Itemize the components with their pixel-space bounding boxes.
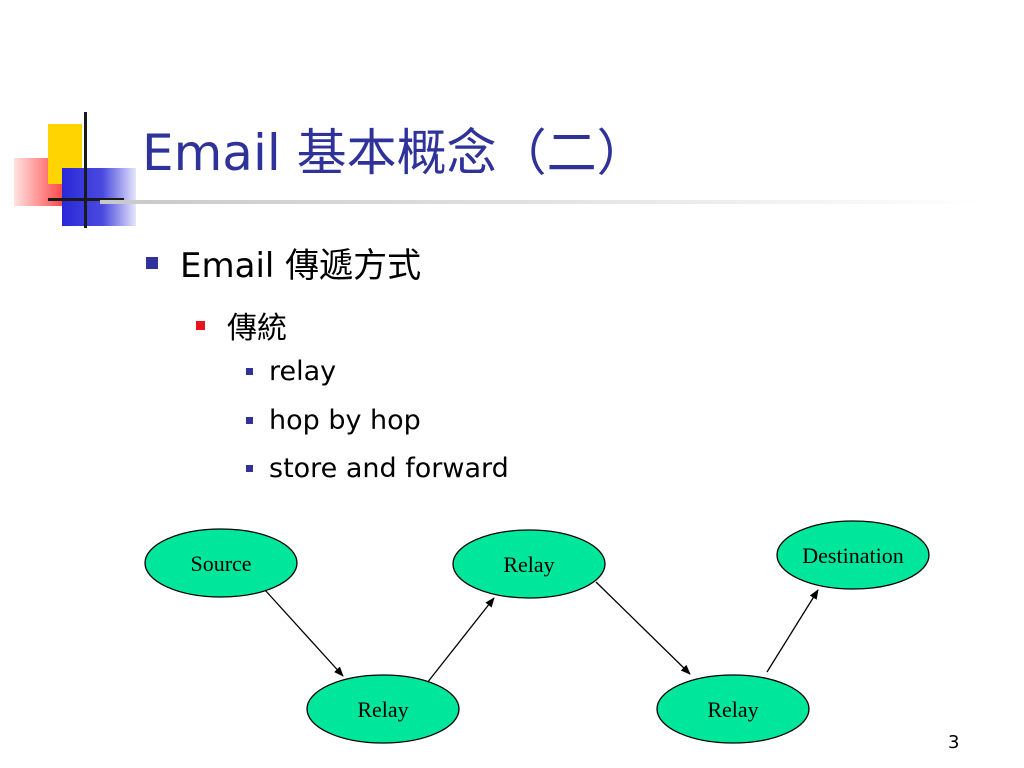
bullet-square-icon — [246, 465, 253, 472]
title-underline — [100, 200, 980, 204]
bullet-square-icon — [246, 417, 253, 424]
node-destination-label: Destination — [802, 543, 903, 568]
bullet-text: store and forward — [269, 453, 509, 484]
bullet-square-icon — [146, 256, 158, 269]
node-relay-bottom-right: Relay — [656, 674, 810, 744]
node-relay-bottom-left: Relay — [306, 674, 460, 744]
bullet-text: Email 傳遞方式 — [180, 246, 422, 286]
bullet-level3-hop-by-hop: hop by hop — [246, 405, 421, 436]
node-relay-label: Relay — [707, 697, 758, 722]
bullet-text: 傳統 — [227, 311, 287, 346]
bullet-level2: 傳統 — [196, 303, 287, 347]
bullet-level1: Email 傳遞方式 — [146, 238, 421, 287]
bullet-level3-store-and-forward: store and forward — [246, 453, 509, 484]
bullet-level3-relay: relay — [246, 356, 336, 387]
page-number: 3 — [948, 732, 960, 753]
arrow-relay-to-destination — [766, 589, 819, 673]
arrow-relay-to-relay-2 — [595, 581, 691, 675]
logo-horizontal-line — [48, 198, 124, 201]
arrow-relay-to-relay — [426, 597, 495, 684]
node-source: Source — [144, 528, 298, 598]
bullet-text: hop by hop — [269, 405, 421, 436]
node-relay-label: Relay — [357, 697, 408, 722]
node-relay-top: Relay — [452, 529, 606, 599]
logo-vertical-line — [84, 112, 87, 228]
slide-title: Email 基本概念（二） — [142, 124, 647, 182]
bullet-text: relay — [269, 356, 337, 387]
node-relay-label: Relay — [503, 552, 554, 577]
node-destination: Destination — [776, 520, 930, 590]
logo-blue-block — [62, 168, 136, 226]
bullet-square-icon — [246, 368, 253, 375]
node-source-label: Source — [190, 551, 251, 576]
bullet-square-icon — [196, 320, 205, 330]
arrow-source-to-relay — [264, 589, 344, 677]
